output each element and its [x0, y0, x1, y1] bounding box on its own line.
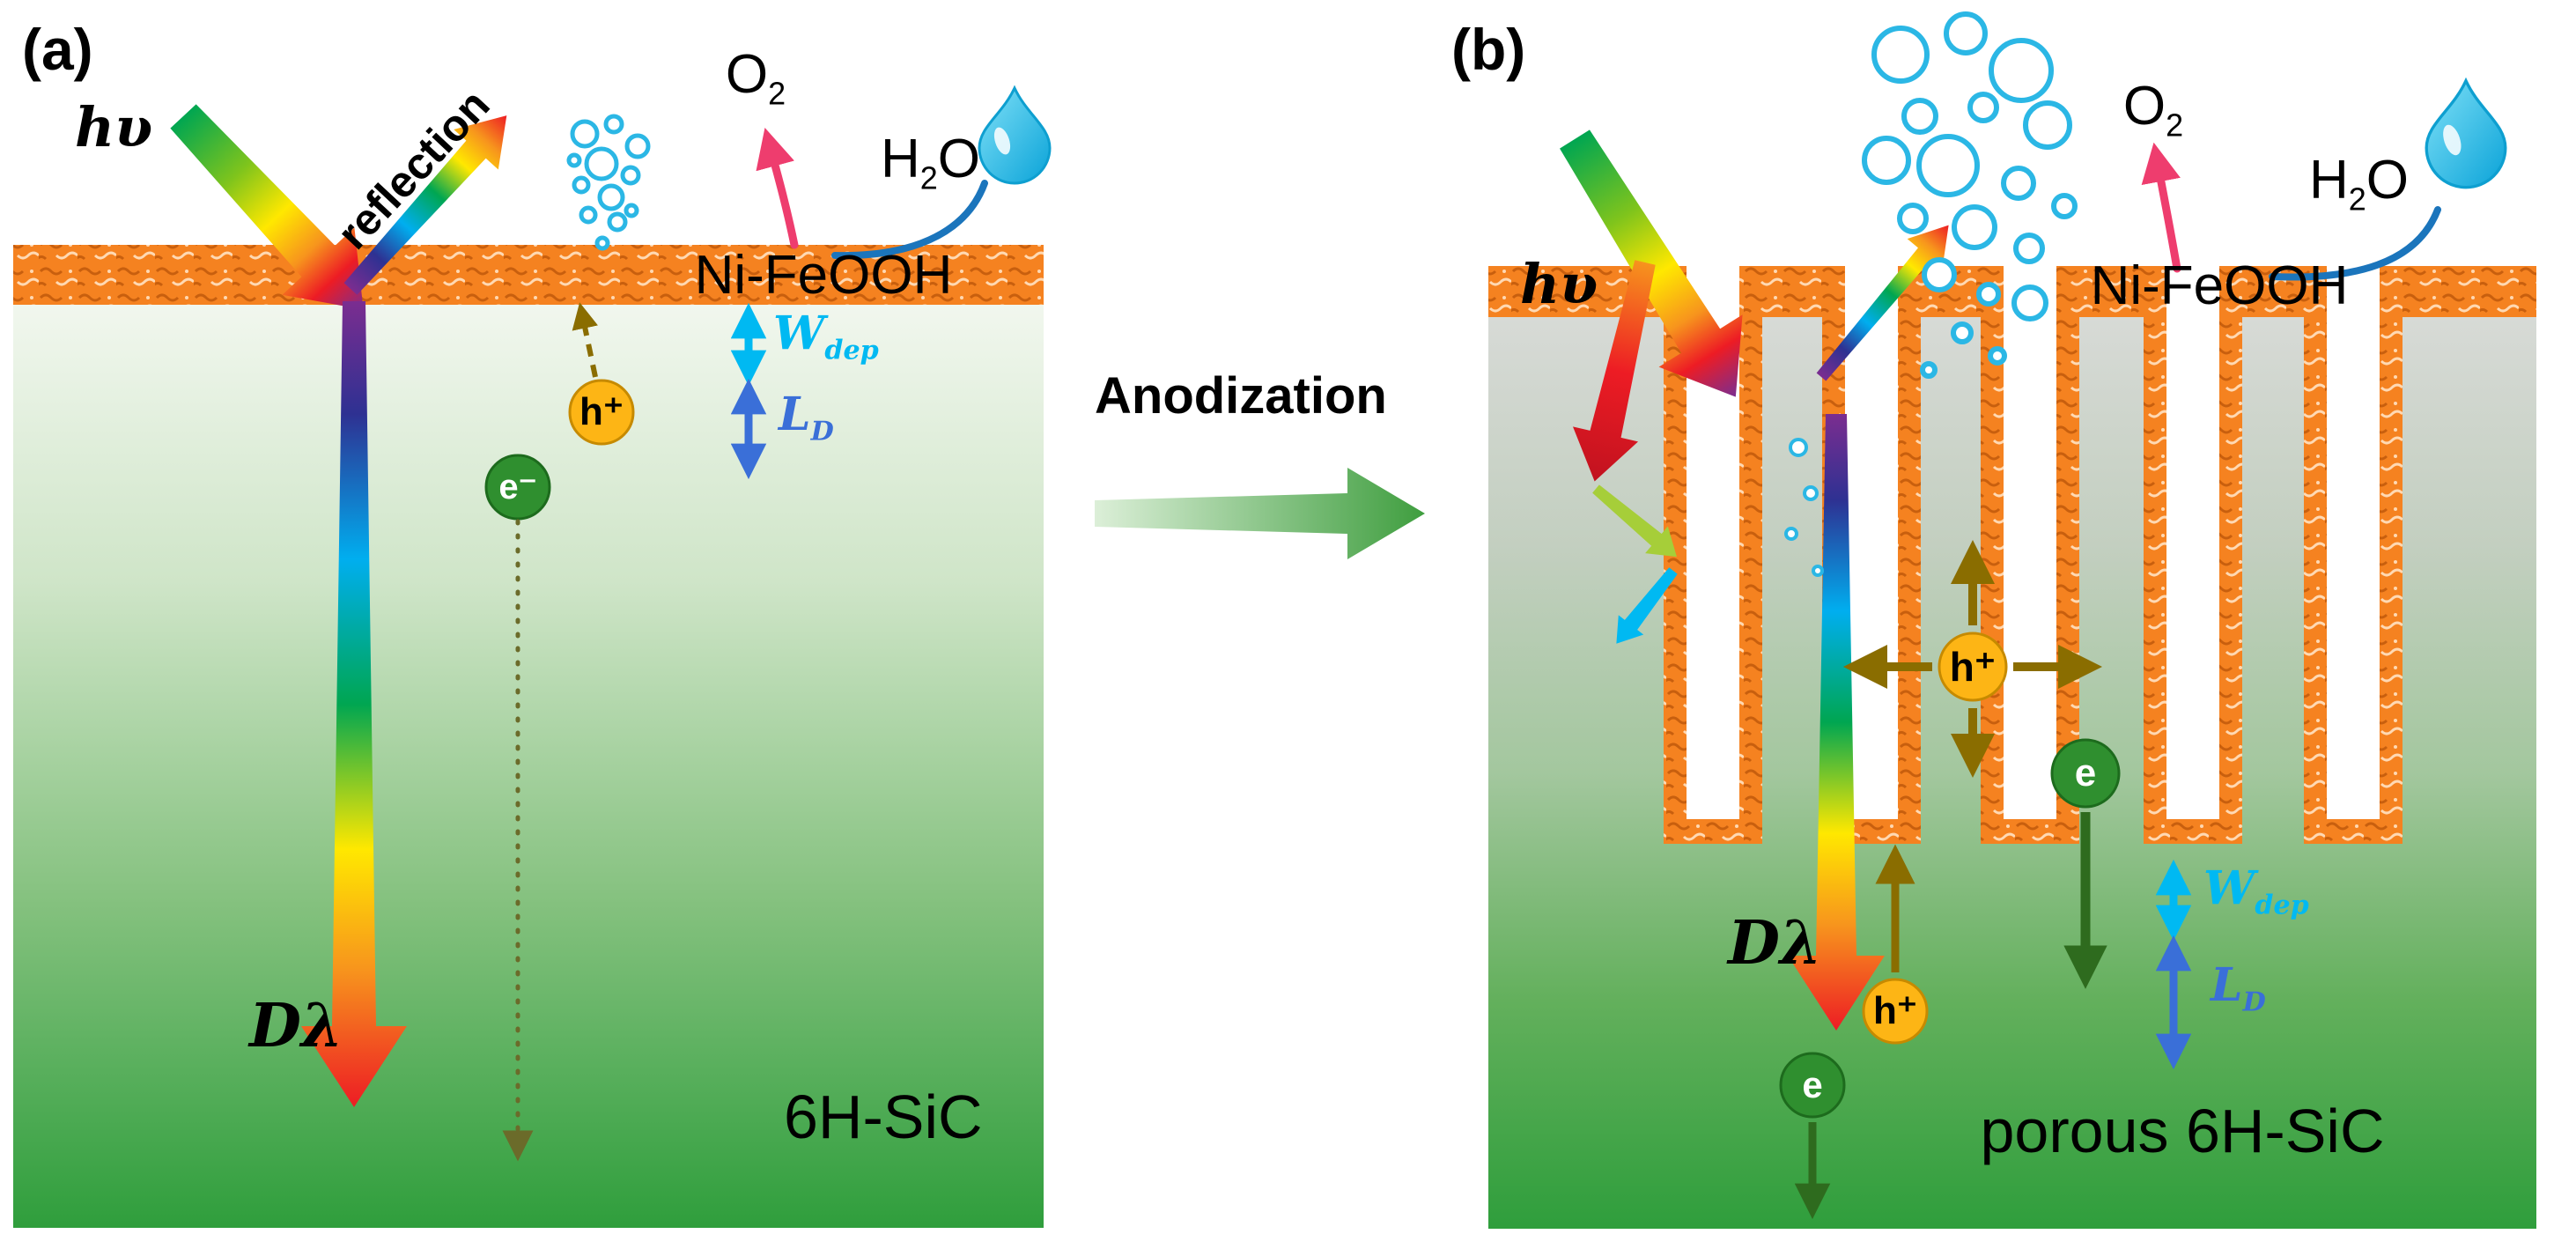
electron-label-b1: e: [2074, 750, 2097, 794]
trapped-light-arrow-cyan: [1616, 567, 1678, 644]
o2-label-b: O2: [2122, 76, 2184, 144]
trapped-light-arrow-red: [1572, 260, 1656, 482]
hole-migration-arrow-a: [572, 302, 599, 378]
oxygen-evolution-arrow-a: [756, 127, 799, 249]
catalyst-label-a: Ni-FeOOH: [694, 245, 953, 306]
hole-particle-a: [568, 379, 635, 446]
h2o-label-a: H2O: [881, 129, 981, 196]
electron-label-a: e⁻: [498, 468, 537, 506]
h2o-label-b: H2O: [2309, 150, 2410, 218]
reflection-arrow-b: [1816, 225, 1949, 381]
wdep-label-b: Wdep: [2203, 861, 2309, 921]
ld-label-b: LD: [2211, 958, 2266, 1018]
ld-label-a: LD: [779, 388, 834, 447]
water-droplet-b: [2425, 77, 2507, 189]
penetration-label-b: Dλ: [1728, 908, 1822, 979]
panel-a: [13, 85, 1052, 1228]
penetration-depth-arrow-a: [301, 301, 407, 1107]
hv-label-b: hυ: [1520, 252, 1598, 316]
panel-b: [1488, 11, 2536, 1229]
pore: [2144, 266, 2242, 844]
penetration-label-a: Dλ: [249, 991, 343, 1061]
water-stream-a: [831, 180, 988, 260]
hole-migration-arrows-b1: [1843, 540, 2102, 778]
hole-label-a: h⁺: [579, 389, 624, 433]
trapped-light-arrow-yellow: [1592, 484, 1677, 558]
electron-label-b2: e: [1802, 1063, 1823, 1105]
incident-light-arrow-b: [1560, 129, 1743, 397]
pore: [2304, 266, 2403, 844]
penetration-depth-arrow-b: [1788, 414, 1885, 1031]
electron-particle-a: [484, 454, 551, 521]
panel-b-letter: (b): [1451, 17, 1526, 82]
panel-a-letter: (a): [22, 17, 93, 82]
substrate-label-b: porous 6H-SiC: [1980, 1097, 2385, 1165]
catalyst-label-b: Ni-FeOOH: [2090, 255, 2349, 316]
anodization-arrow: [1095, 468, 1425, 559]
hv-label-a: hυ: [75, 95, 153, 159]
oxygen-bubbles-a: [566, 114, 651, 251]
incident-light-arrow-a: [170, 104, 364, 310]
oxygen-bubbles-b: [1862, 11, 2078, 379]
oxygen-evolution-arrow-b: [2141, 142, 2181, 273]
water-stream-b: [2269, 206, 2441, 281]
wdep-label-a: Wdep: [773, 307, 879, 366]
anodization-label: Anodization: [1095, 367, 1387, 425]
hole-label-b1: h⁺: [1949, 643, 1997, 690]
o2-label-a: O2: [725, 44, 786, 112]
hole-particle-b2: [1862, 978, 1929, 1045]
water-droplet-a: [978, 85, 1052, 185]
pore-mouth-bubbles-b: [1784, 438, 1824, 577]
substrate-label-a: 6H-SiC: [784, 1083, 983, 1151]
reflection-arrow-a: [343, 115, 507, 295]
electron-particle-b1: [2050, 738, 2121, 809]
hole-label-b2: h⁺: [1872, 988, 1918, 1032]
electron-particle-b2: [1779, 1052, 1846, 1119]
hole-particle-b1: [1938, 632, 2008, 702]
